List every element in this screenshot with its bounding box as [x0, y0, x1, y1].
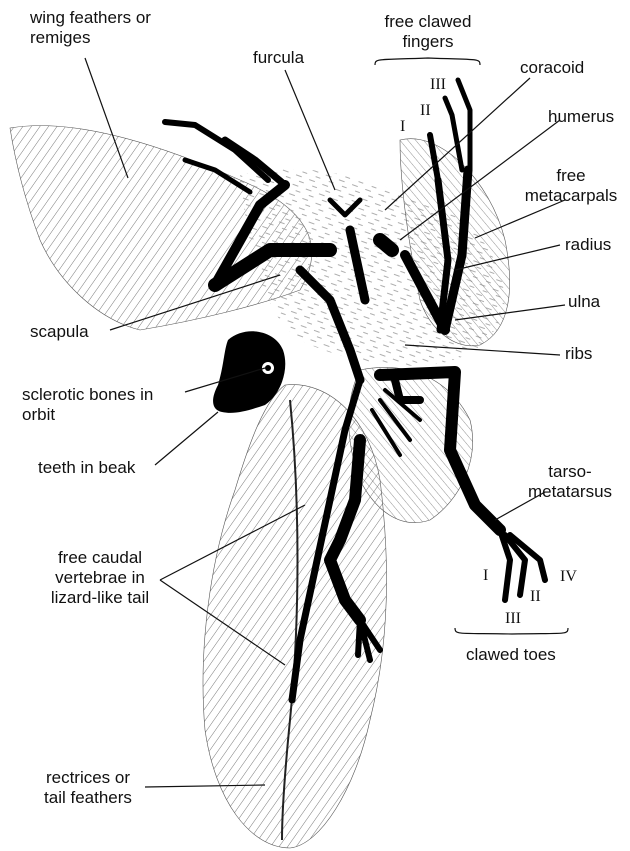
free-metacarpals-label: free metacarpals [515, 166, 627, 206]
sclerotic-bones-label: sclerotic bones in orbit [22, 385, 153, 425]
toe-numeral-4: IV [560, 568, 577, 586]
toe-numeral-3: III [505, 610, 521, 628]
ribs-label: ribs [565, 344, 592, 364]
toe-numeral-2: II [530, 588, 541, 606]
ulna-label: ulna [568, 292, 600, 312]
radius-label: radius [565, 235, 611, 255]
finger-numeral-2: II [420, 102, 431, 120]
humerus-label: humerus [548, 107, 614, 127]
coracoid-label: coracoid [520, 58, 584, 78]
finger-numeral-1: I [400, 118, 405, 136]
free-caudal-vertebrae-label: free caudal vertebrae in lizard-like tai… [40, 548, 160, 608]
teeth-in-beak-label: teeth in beak [38, 458, 135, 478]
finger-numeral-3: III [430, 76, 446, 94]
toe-numeral-1: I [483, 567, 488, 585]
clawed-toes-label: clawed toes [466, 645, 556, 665]
wing-feathers-label: wing feathers or remiges [30, 8, 151, 48]
tarsometatarsus-label: tarso- metatarsus [518, 462, 622, 502]
furcula-label: furcula [253, 48, 304, 68]
free-clawed-fingers-label: free clawed fingers [372, 12, 484, 52]
scapula-label: scapula [30, 322, 89, 342]
rectrices-label: rectrices or tail feathers [28, 768, 148, 808]
